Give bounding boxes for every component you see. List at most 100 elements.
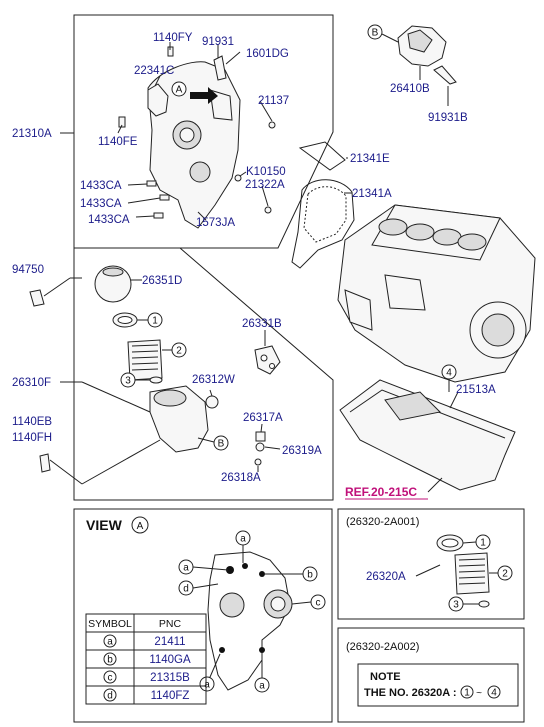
label-26312W: 26312W <box>192 374 235 386</box>
label-1140EB: 1140EB <box>12 416 52 428</box>
svg-text:2: 2 <box>502 569 508 580</box>
label-1433CA-3: 1433CA <box>88 214 130 226</box>
bolt-1140EB <box>39 453 51 473</box>
sensor-94750 <box>29 289 45 307</box>
kit-panel-1 <box>337 508 525 620</box>
svg-text:B: B <box>218 439 225 450</box>
svg-text:c: c <box>316 598 321 609</box>
label-26410B: 26410B <box>390 83 430 95</box>
pin-21137 <box>268 121 276 129</box>
b-marker-top <box>367 24 383 40</box>
ref-label[interactable]: REF.20-215C <box>345 485 417 499</box>
svg-text:3: 3 <box>125 376 131 387</box>
gasket-26331B <box>254 345 281 375</box>
svg-text:1: 1 <box>480 538 486 549</box>
svg-text:a: a <box>259 681 265 692</box>
note-to: 4 <box>491 688 497 699</box>
label-1140FH: 1140FH <box>12 432 52 444</box>
svg-text:1: 1 <box>152 316 158 327</box>
svg-text:a: a <box>204 680 210 691</box>
view-a-marker-text: A <box>176 85 183 96</box>
bolts-1433CA <box>146 180 170 219</box>
pin-21322A <box>264 206 272 214</box>
label-21137: 21137 <box>258 95 289 107</box>
view-a-panel <box>73 508 333 723</box>
table-header-pnc: PNC <box>159 618 182 630</box>
engine-block <box>337 204 536 383</box>
svg-text:A: A <box>137 521 144 532</box>
filter-frame <box>73 247 334 501</box>
label-26320A: 26320A <box>366 571 406 583</box>
table-row-symbol: a <box>107 637 113 648</box>
bracket-91931 <box>213 55 227 81</box>
svg-text:a: a <box>183 563 189 574</box>
pin-K10150 <box>234 174 242 182</box>
label-94750: 94750 <box>12 264 44 276</box>
label-21341E: 21341E <box>350 153 390 165</box>
note-line: THE NO. 26320A : <box>364 687 457 699</box>
kit-2-code: (26320-2A002) <box>346 641 419 653</box>
washer-26319A <box>255 442 265 452</box>
label-26318A: 26318A <box>221 472 261 484</box>
kit-o-ring-3 <box>478 600 490 608</box>
gasket-21341E <box>298 141 346 171</box>
note-title: NOTE <box>370 671 401 683</box>
timing-cover-frame <box>73 14 334 249</box>
filter-cap-26351D <box>94 265 132 303</box>
note-box <box>357 663 519 707</box>
label-1433CA-1: 1433CA <box>80 180 122 192</box>
b-marker-low <box>213 435 229 451</box>
label-26319A: 26319A <box>282 445 322 457</box>
bracket-22341C <box>147 83 169 117</box>
label-91931: 91931 <box>202 36 234 48</box>
svg-text:b: b <box>307 570 313 581</box>
label-1601DG: 1601DG <box>246 48 289 60</box>
note-from: 1 <box>464 688 470 699</box>
label-21513A: 21513A <box>456 384 496 396</box>
o-ring-3 <box>149 376 163 384</box>
table-row-symbol: c <box>108 673 113 684</box>
symbol-table <box>85 613 207 705</box>
label-21341A: 21341A <box>352 188 392 200</box>
table-row-symbol: d <box>107 691 113 702</box>
label-1573JA: 1573JA <box>196 217 235 229</box>
label-22341C: 22341C <box>134 65 174 77</box>
label-1433CA-2: 1433CA <box>80 198 122 210</box>
view-a-marker <box>171 81 187 97</box>
label-K10150: K10150 <box>246 166 286 178</box>
label-26310F: 26310F <box>12 377 51 389</box>
kit-1-code: (26320-2A001) <box>346 516 419 528</box>
label-91931B: 91931B <box>428 112 468 124</box>
b-marker-top-text: B <box>372 28 379 39</box>
oil-pan <box>339 379 516 491</box>
label-1140FE: 1140FE <box>98 136 138 148</box>
valve-26312W <box>205 395 219 409</box>
label-26317A: 26317A <box>243 412 283 424</box>
label-21310A: 21310A <box>12 128 52 140</box>
table-row-pnc: 21411 <box>154 636 185 648</box>
label-1140FY: 1140FY <box>153 32 193 44</box>
kit-panel-2 <box>337 627 525 723</box>
svg-text:d: d <box>183 584 189 595</box>
svg-text:4: 4 <box>446 368 452 379</box>
bolt-1140FE <box>118 116 126 128</box>
label-21322A: 21322A <box>245 179 285 191</box>
table-header-symbol: SYMBOL <box>88 618 132 630</box>
label-26351D: 26351D <box>142 275 182 287</box>
svg-text:a: a <box>240 534 246 545</box>
svg-text:3: 3 <box>453 600 459 611</box>
plug-26317A <box>255 431 266 442</box>
bolt-91931B <box>433 65 457 85</box>
svg-text:2: 2 <box>176 346 182 357</box>
plug-26318A <box>254 458 262 466</box>
gasket-21341A <box>291 179 355 269</box>
view-title-marker <box>131 516 149 534</box>
table-row-symbol: b <box>107 655 113 666</box>
table-row-pnc: 1140FZ <box>151 690 190 702</box>
note-sep: ~ <box>476 688 482 699</box>
table-row-pnc: 1140GA <box>149 654 191 666</box>
view-a-cover <box>207 551 291 691</box>
view-title: VIEW <box>86 517 123 533</box>
view-a-arrow <box>190 87 218 104</box>
